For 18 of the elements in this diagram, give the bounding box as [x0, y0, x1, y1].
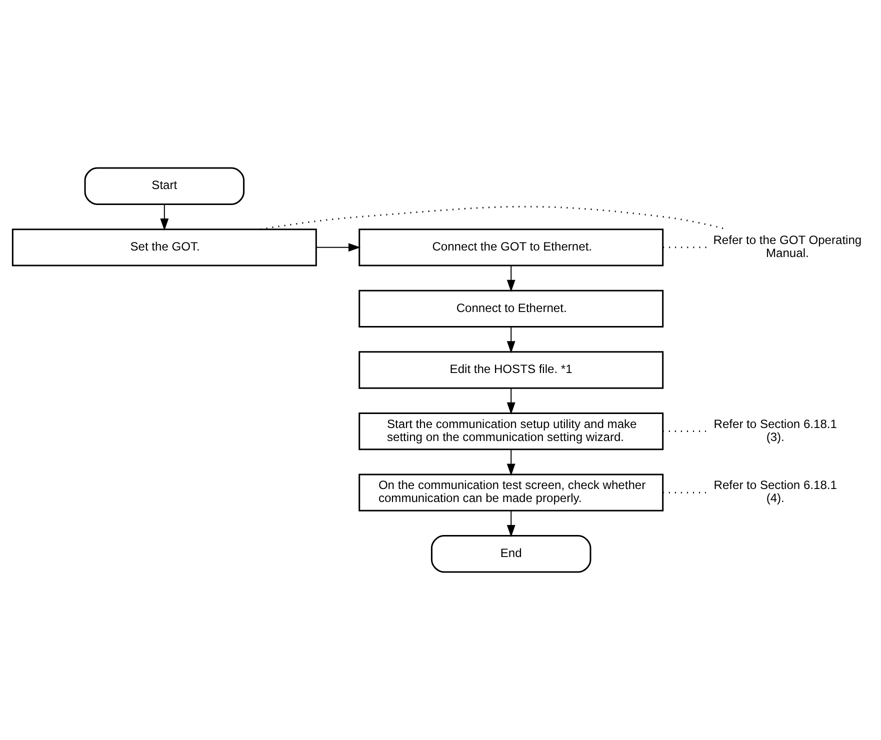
- node-box: End: [430, 535, 592, 573]
- node-box: Connect to Ethernet.: [358, 290, 664, 328]
- node-box: Connect the GOT to Ethernet.: [358, 228, 664, 266]
- node-box: Edit the HOSTS file. *1: [358, 351, 664, 389]
- arrow: [506, 266, 516, 292]
- node-text: Refer to Section 6.18.1 (3).: [714, 416, 837, 444]
- arrow: [506, 326, 516, 354]
- arrow: [506, 510, 516, 538]
- arrow: [506, 449, 516, 476]
- arrow: [160, 204, 169, 231]
- node-text: Refer to Section 6.18.1 (4).: [714, 478, 837, 506]
- node-box: Set the GOT.: [12, 228, 317, 266]
- arrow: [506, 388, 516, 414]
- node-text: Refer to the GOT Operating Manual.: [713, 232, 862, 260]
- arrow: [316, 243, 361, 252]
- node-box: On the communication test screen, check whether communication can be made properly.: [358, 474, 664, 512]
- node-box: Start the communication setup utility and make setting on the communication setting wizard.: [358, 412, 664, 450]
- node-box: Start: [84, 167, 245, 205]
